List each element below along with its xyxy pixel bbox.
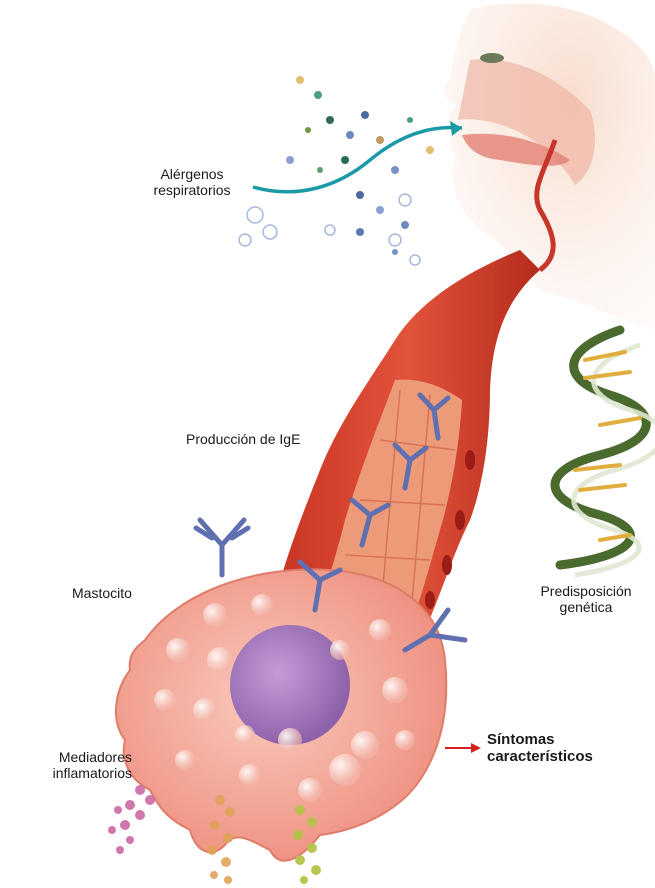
label-inflammatory-mediators: Mediadores inflamatorios [20, 749, 132, 781]
vessel-pore-1 [465, 450, 475, 470]
mast-cell [116, 569, 446, 860]
antibody-1 [196, 520, 248, 575]
label-genetic-predisposition: Predisposición genética [522, 583, 650, 615]
label-ige-production: Producción de IgE [186, 431, 300, 447]
allergen-particles [239, 76, 434, 265]
label-genetic-line-1: Predisposición [522, 583, 650, 599]
label-symptoms-line-2: característicos [487, 748, 593, 765]
label-mediators-line-1: Mediadores [20, 749, 132, 765]
label-genetic-line-2: genética [522, 599, 650, 615]
vessel-pore-4 [425, 591, 435, 609]
label-symptoms: Síntomas característicos [487, 731, 593, 765]
label-symptoms-line-1: Síntomas [487, 731, 593, 748]
symptoms-arrowhead [471, 743, 481, 753]
label-allergens: Alérgenos respiratorios [140, 166, 244, 198]
label-allergens-line-1: Alérgenos [140, 166, 244, 182]
label-mastocito: Mastocito [72, 585, 132, 601]
eye [480, 53, 504, 63]
dna-helix [555, 330, 655, 575]
label-mediators-line-2: inflamatorios [20, 765, 132, 781]
allergen-arrow [253, 127, 462, 191]
vessel-pore-3 [442, 555, 452, 575]
vessel-pore-2 [455, 510, 465, 530]
label-allergens-line-2: respiratorios [140, 182, 244, 198]
